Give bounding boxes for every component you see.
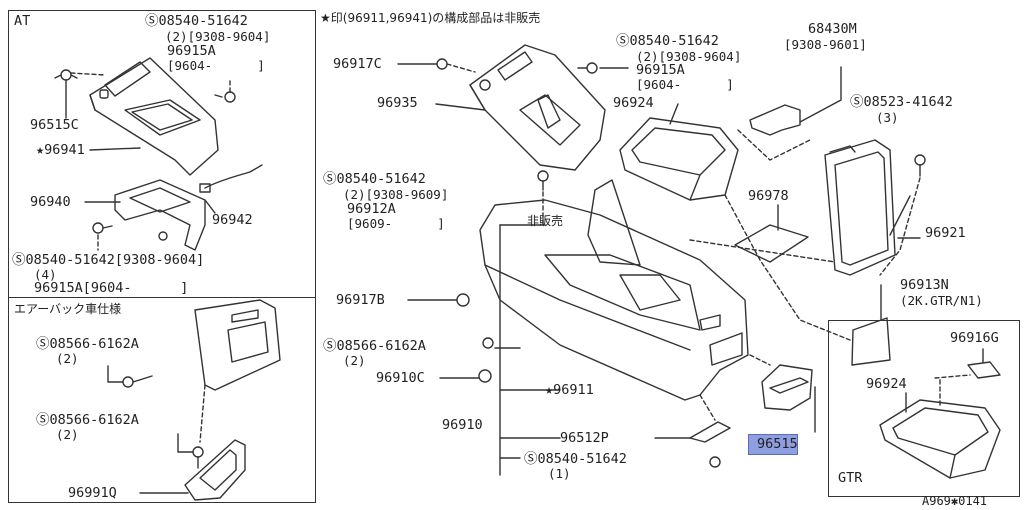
at-screw-2-qty: (4) xyxy=(34,267,57,282)
at-screw-1-alt[interactable]: 96915A xyxy=(167,43,216,59)
pocket-drawing xyxy=(761,364,813,411)
console-inner-label[interactable]: ★96911 xyxy=(545,382,594,398)
rail-label[interactable]: 96512P xyxy=(560,430,609,446)
at-bracket-label[interactable]: 96940 xyxy=(30,194,71,210)
plate-label[interactable]: 96913N xyxy=(900,277,949,293)
not-for-sale-label: 非販売 xyxy=(527,214,564,228)
at-harness-drawing xyxy=(199,164,263,193)
at-panel-title: AT xyxy=(14,13,31,29)
gtr-panel xyxy=(828,320,1020,497)
airbag-screw-2-code[interactable]: Ⓢ08566-6162A xyxy=(36,412,139,428)
bracket-top-label[interactable]: 68430M xyxy=(808,21,857,37)
main-clips-drawing xyxy=(456,170,731,468)
airbag-bracket-drawing xyxy=(184,439,246,501)
pocket-label[interactable]: 96515 xyxy=(757,436,798,452)
airbag-panel xyxy=(8,297,316,503)
airbag-screw-1-qty: (2) xyxy=(56,351,79,366)
mat-label[interactable]: 96978 xyxy=(748,188,789,204)
at-screw-1-alt-range: [9604- ] xyxy=(167,58,265,73)
clip-mid-label[interactable]: 96917B xyxy=(336,292,385,308)
screw-bottom-code[interactable]: Ⓢ08540-51642 xyxy=(524,451,627,467)
screw-mid-code[interactable]: Ⓢ08540-51642 xyxy=(323,171,426,187)
gtr-tray-label[interactable]: 96924 xyxy=(866,376,907,392)
airbag-bracket-label[interactable]: 96991Q xyxy=(68,485,117,501)
console-label[interactable]: 96910 xyxy=(442,417,483,433)
lid-label[interactable]: 96921 xyxy=(925,225,966,241)
bracket-top-range: [9308-9601] xyxy=(784,37,867,52)
at-screw-1-code[interactable]: Ⓢ08540-51642 xyxy=(145,13,248,29)
gtr-leader-lines xyxy=(905,348,984,413)
airbag-panel-title: エアーバック車仕様 xyxy=(14,302,122,316)
screw-right-qty: (3) xyxy=(876,110,899,125)
tray-drawing xyxy=(619,117,739,201)
screw-top-qty: (2)[9308-9604] xyxy=(636,49,742,64)
at-leader-lines xyxy=(65,72,231,251)
screw-mid-alt[interactable]: 96912A xyxy=(347,201,396,217)
at-screw-2-code[interactable]: Ⓢ08540-51642[9308-9604] xyxy=(12,252,205,268)
gtr-clip-drawing xyxy=(967,361,1001,379)
shift-panel-label[interactable]: 96935 xyxy=(377,95,418,111)
airbag-screw-1-code[interactable]: Ⓢ08566-6162A xyxy=(36,336,139,352)
main-clip-top-drawing xyxy=(436,58,448,70)
screw-top-code[interactable]: Ⓢ08540-51642 xyxy=(616,33,719,49)
plate-drawing xyxy=(851,317,891,366)
screw-bottom-qty: (1) xyxy=(548,466,571,481)
screw-low-qty: (2) xyxy=(343,353,366,368)
screw-mid-alt-range: [9609- ] xyxy=(347,216,445,231)
diagram-code: A969✱0141 xyxy=(922,494,988,508)
at-bezel-drawing xyxy=(89,57,219,176)
gtr-tray-drawing xyxy=(879,399,1001,479)
bracket-top-drawing xyxy=(749,104,801,136)
console-drawing xyxy=(479,179,749,401)
main-screw-right-drawing xyxy=(914,154,926,177)
main-screw-top-drawing xyxy=(577,62,598,74)
airbag-screw-2-qty: (2) xyxy=(56,427,79,442)
at-bracket-drawing xyxy=(114,179,206,251)
screw-mid-qty: (2)[9308-9609] xyxy=(343,187,449,202)
screw-top-alt-range: [9604- ] xyxy=(636,77,734,92)
gtr-panel-title: GTR xyxy=(838,470,863,486)
pocket-highlight xyxy=(748,434,798,455)
tray-label[interactable]: 96924 xyxy=(613,95,654,111)
gtr-clip-label[interactable]: 96916G xyxy=(950,330,999,346)
screw-right-code[interactable]: Ⓢ08523-41642 xyxy=(850,94,953,110)
at-screw-1-qty: (2)[9308-9604] xyxy=(165,29,271,44)
screw-top-alt[interactable]: 96915A xyxy=(636,62,685,78)
at-grommet-label[interactable]: 96515C xyxy=(30,117,79,133)
lid-drawing xyxy=(824,139,896,276)
clip-low-label[interactable]: 96910C xyxy=(376,370,425,386)
at-harness-label[interactable]: 96942 xyxy=(212,212,253,228)
at-grommet-drawing xyxy=(54,69,78,81)
header-note: ★印(96911,96941)の構成部品は非販売 xyxy=(320,11,541,25)
main-leader-lines xyxy=(397,63,921,476)
at-bezel-label[interactable]: ★96941 xyxy=(36,142,85,158)
airbag-leader-lines xyxy=(107,365,206,494)
screw-low-code[interactable]: Ⓢ08566-6162A xyxy=(323,338,426,354)
shift-panel-drawing xyxy=(469,44,606,171)
at-screw-2-alt[interactable]: 96915A[9604- ] xyxy=(34,280,189,296)
plate-spec: (2K.GTR/N1) xyxy=(900,293,983,308)
clip-top-label[interactable]: 96917C xyxy=(333,56,382,72)
